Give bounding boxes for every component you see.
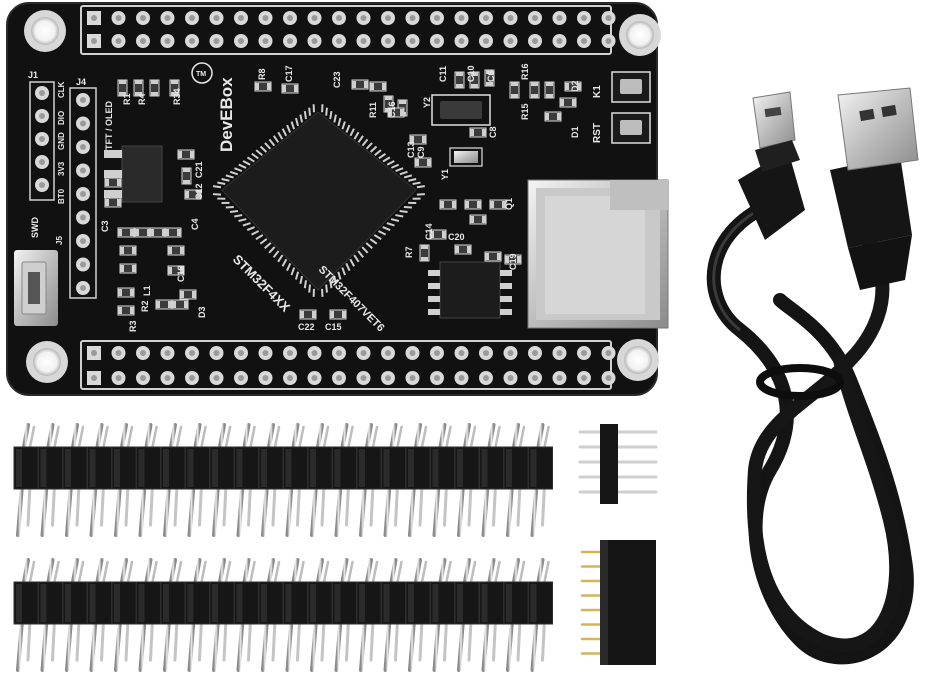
stm32-board: J1 TFT / OLED J4 CLK DIO GND 3V3 BT0 SWD… bbox=[6, 2, 669, 396]
svg-text:C8: C8 bbox=[488, 126, 498, 138]
svg-text:C21: C21 bbox=[194, 161, 204, 178]
short-header-block bbox=[600, 424, 618, 504]
svg-text:C20: C20 bbox=[448, 232, 465, 242]
voltage-regulator bbox=[104, 145, 163, 203]
svg-text:C10: C10 bbox=[466, 65, 476, 82]
label-k1: K1 bbox=[592, 85, 603, 98]
svg-text:DIO: DIO bbox=[57, 111, 66, 125]
svg-text:C19: C19 bbox=[508, 253, 518, 270]
svg-text:R8: R8 bbox=[257, 68, 267, 80]
tft-header-pads bbox=[76, 93, 90, 295]
label-swd: SWD bbox=[30, 217, 40, 238]
crystal-y1 bbox=[449, 147, 483, 167]
top-header-pads bbox=[87, 11, 616, 48]
mounting-holes bbox=[24, 10, 661, 383]
label-j4: J4 bbox=[76, 77, 86, 87]
svg-text:R16: R16 bbox=[520, 63, 530, 80]
svg-text:C15: C15 bbox=[325, 322, 342, 332]
male-pin-header-row-1 bbox=[13, 423, 553, 537]
svg-text:Y2: Y2 bbox=[422, 97, 432, 108]
svg-text:D3: D3 bbox=[197, 306, 207, 318]
usb-a-plug bbox=[830, 87, 919, 290]
label-tft-oled: TFT / OLED bbox=[104, 101, 114, 150]
k1-button bbox=[611, 71, 651, 103]
usb-cable bbox=[706, 87, 919, 665]
label-j1: J1 bbox=[28, 70, 38, 80]
svg-text:R2: R2 bbox=[140, 300, 150, 312]
swd-header-pads bbox=[35, 86, 49, 192]
brand-block: TM DevEBox bbox=[191, 62, 236, 152]
svg-text:GND: GND bbox=[57, 132, 66, 150]
svg-text:L1: L1 bbox=[142, 285, 152, 296]
svg-text:3V3: 3V3 bbox=[57, 161, 66, 176]
svg-text:R11: R11 bbox=[368, 102, 378, 118]
svg-text:R3: R3 bbox=[128, 320, 138, 332]
svg-text:Q1: Q1 bbox=[504, 198, 514, 210]
svg-text:C14: C14 bbox=[424, 223, 434, 240]
brand-name: DevEBox bbox=[217, 77, 236, 152]
svg-text:C6: C6 bbox=[486, 70, 496, 82]
svg-text:C23: C23 bbox=[332, 71, 342, 88]
sd-card-slot bbox=[527, 179, 669, 329]
svg-text:C18: C18 bbox=[176, 265, 186, 282]
micro-usb-port bbox=[14, 250, 58, 326]
svg-text:D2: D2 bbox=[570, 80, 580, 92]
svg-text:R15: R15 bbox=[520, 103, 530, 120]
swd-pin-labels: CLK DIO GND 3V3 BT0 bbox=[57, 81, 66, 204]
svg-text:R1: R1 bbox=[122, 93, 132, 105]
micro-usb-plug bbox=[738, 91, 805, 240]
short-right-angle-header bbox=[578, 424, 658, 504]
female-header bbox=[580, 540, 656, 665]
bottom-header-pads bbox=[87, 346, 616, 385]
svg-text:BT0: BT0 bbox=[57, 188, 66, 204]
component-labels: R1 R4 R34 R8 C17 C23 R11 C16 C11 C10 C6 … bbox=[100, 63, 580, 332]
svg-text:R7: R7 bbox=[404, 246, 414, 258]
trademark-mark: TM bbox=[196, 71, 206, 78]
svg-text:C22: C22 bbox=[298, 322, 315, 332]
label-rst: RST bbox=[592, 123, 603, 143]
svg-text:R34: R34 bbox=[172, 88, 182, 105]
svg-text:CLK: CLK bbox=[57, 81, 66, 98]
svg-text:R4: R4 bbox=[137, 93, 147, 105]
svg-text:C9: C9 bbox=[416, 146, 426, 158]
svg-text:C11: C11 bbox=[438, 66, 448, 82]
flash-chip bbox=[428, 261, 512, 319]
rst-button bbox=[611, 112, 651, 144]
male-pin-header-row-2 bbox=[13, 558, 553, 672]
svg-text:C3: C3 bbox=[100, 220, 110, 232]
svg-text:C4: C4 bbox=[190, 218, 200, 230]
label-j5: J5 bbox=[55, 236, 64, 245]
svg-text:C16: C16 bbox=[387, 101, 397, 118]
svg-text:Y1: Y1 bbox=[440, 169, 450, 180]
crystal-y2 bbox=[431, 94, 491, 126]
svg-text:C12: C12 bbox=[194, 183, 204, 200]
smd-components bbox=[104, 69, 582, 320]
svg-text:C17: C17 bbox=[284, 65, 294, 82]
svg-text:D1: D1 bbox=[570, 126, 580, 138]
svg-text:C13: C13 bbox=[406, 141, 416, 158]
